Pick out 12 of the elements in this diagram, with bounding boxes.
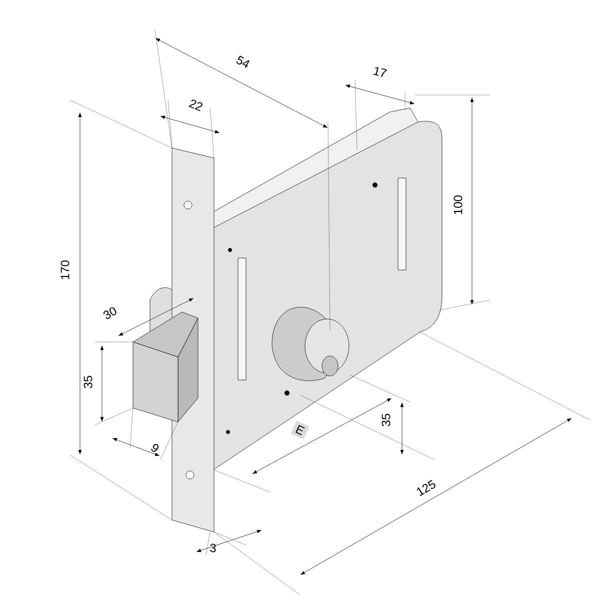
dimension-value: 3: [210, 544, 216, 552]
dimension-value: 35: [382, 414, 390, 426]
dimension-value: 100: [454, 195, 462, 214]
dimension-value: 125: [416, 480, 436, 496]
dimension-value: 35: [84, 376, 92, 388]
dimension-value: 30: [103, 307, 116, 319]
dimension-value: 22: [188, 100, 202, 112]
reference-tag: E: [290, 420, 310, 440]
dimension-value: 170: [60, 260, 70, 280]
dimension-value: 9: [151, 444, 159, 452]
dimension-value: 54: [236, 56, 250, 68]
dimension-value: 17: [373, 67, 387, 77]
